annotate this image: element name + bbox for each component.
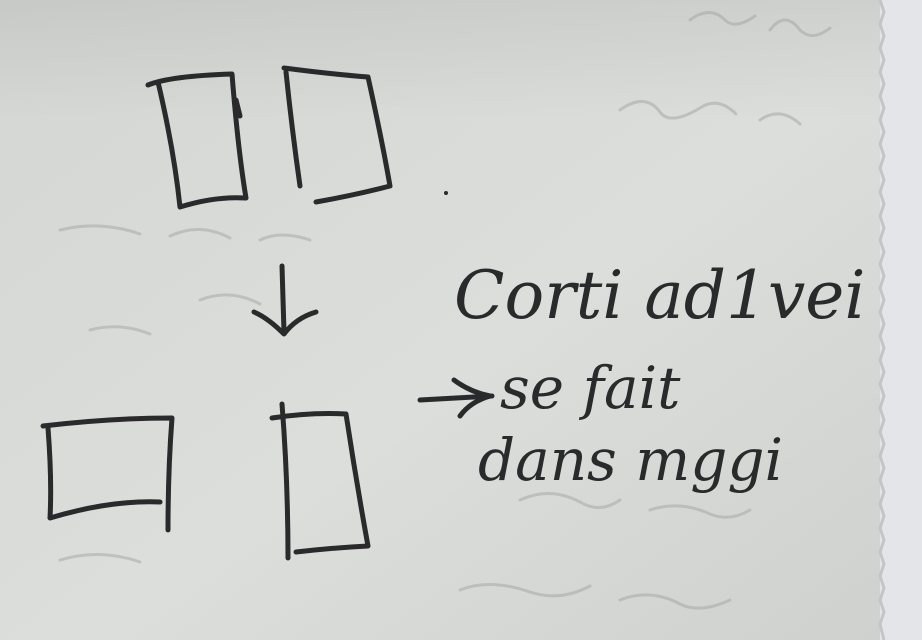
arrow-down-icon: [251, 263, 319, 337]
sketch-bottom-right-rectangle: [269, 401, 371, 561]
background-surface: [880, 0, 922, 640]
sketch-top-right-rectangle: [281, 65, 393, 205]
arrow-right-icon: [417, 377, 495, 419]
handwritten-note-line-3: dans mggi: [478, 426, 783, 494]
paper-top-shade: [0, 0, 880, 120]
sketch-top-left-rectangle: [145, 71, 249, 210]
ink-dot: [444, 191, 448, 195]
handwritten-note-line-1: Corti ad1vei: [454, 257, 865, 334]
show-through-writing: [58, 11, 832, 610]
handwritten-note-line-2: se fait: [500, 354, 681, 422]
paper-perforated-edge: [878, 0, 886, 640]
sketch-bottom-left-rectangle: [40, 415, 175, 533]
